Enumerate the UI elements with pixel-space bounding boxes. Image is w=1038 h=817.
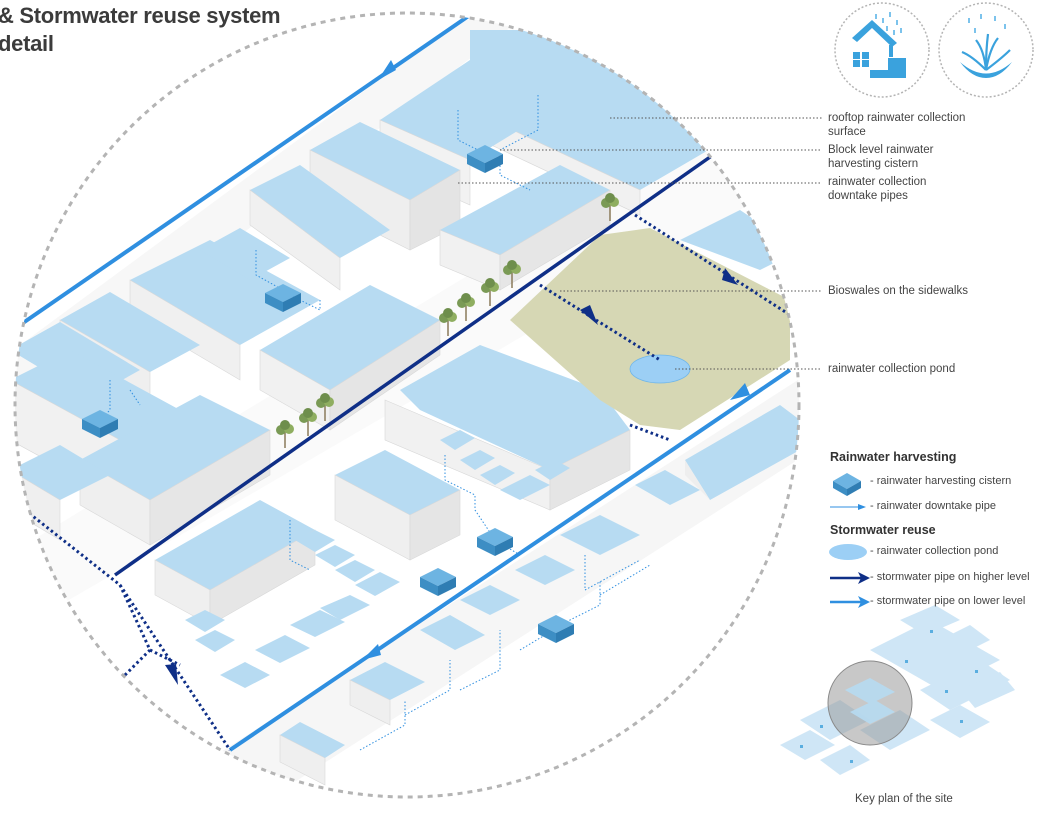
callout-downtake-pipes: rainwater collection downtake pipes	[828, 175, 926, 203]
cistern-block-4	[477, 528, 513, 556]
legend-pond-icon	[829, 544, 867, 560]
legend-pipe-high-icon	[830, 572, 870, 584]
callout-cistern: Block level rainwater harvesting cistern	[828, 143, 933, 171]
legend-downtake-pipe-icon	[830, 504, 866, 510]
legend-stormwater-title: Stormwater reuse	[830, 523, 936, 537]
legend-rainwater-title: Rainwater harvesting	[830, 450, 956, 464]
bioswale-plant-rain-icon	[939, 3, 1033, 97]
callout-pond: rainwater collection pond	[828, 362, 955, 376]
callout-rooftop-collection: rooftop rainwater collection surface	[828, 111, 965, 139]
legend-cistern-icon	[833, 473, 861, 496]
callout-bioswales: Bioswales on the sidewalks	[828, 284, 968, 298]
cistern-block-5	[420, 568, 456, 596]
legend-pipe-low-icon	[830, 596, 870, 608]
key-plan-map	[780, 605, 1015, 775]
rooftop-rain-collection-icon	[835, 3, 929, 97]
key-plan-caption: Key plan of the site	[855, 793, 953, 805]
rainwater-collection-pond	[630, 355, 690, 383]
